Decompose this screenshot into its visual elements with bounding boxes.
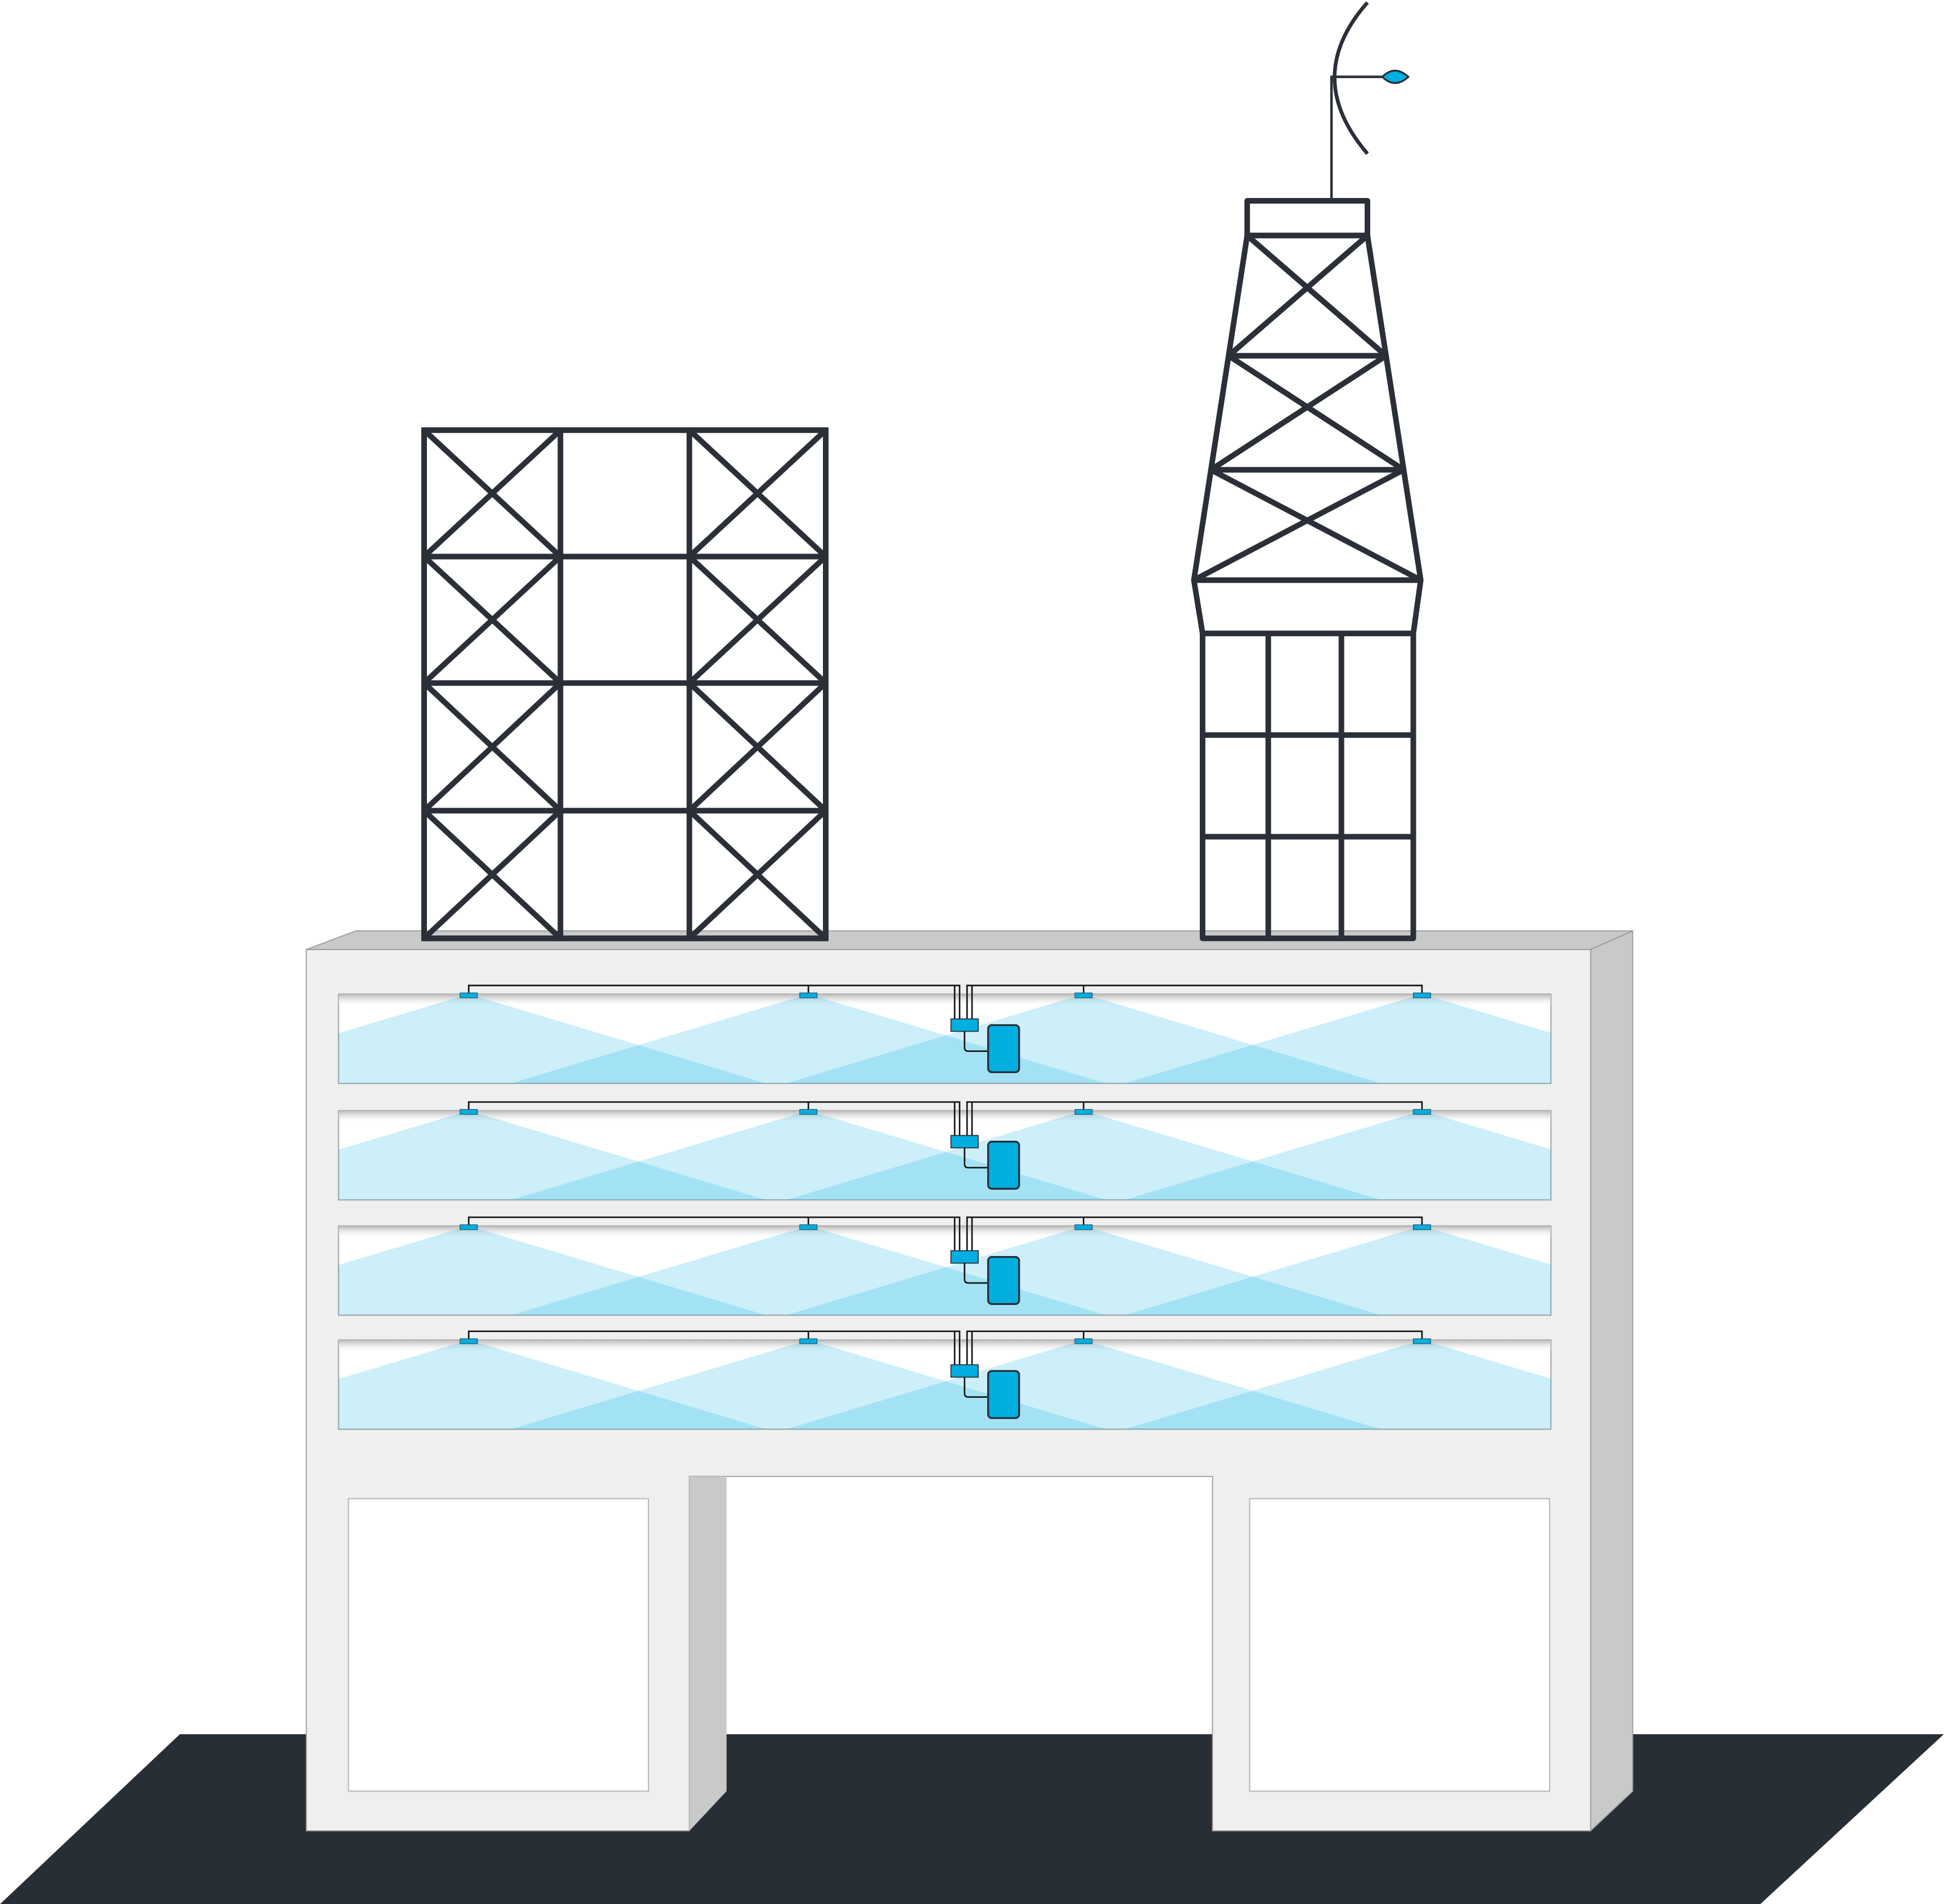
- coverage-cone: [786, 1110, 1382, 1200]
- coverage-cone: [511, 994, 1106, 1084]
- das-antenna-icon: [1412, 992, 1431, 998]
- head-end-unit-icon: [987, 1370, 1020, 1419]
- floor-window: [338, 1110, 1552, 1201]
- coverage-cone: [511, 1340, 1106, 1429]
- coverage-cone: [511, 1110, 1106, 1200]
- building-side-face: [1590, 930, 1634, 1833]
- opening-side-shade: [689, 1476, 727, 1831]
- coverage-cone: [786, 1226, 1382, 1316]
- floor-window: [338, 1339, 1552, 1430]
- das-antenna-icon: [799, 992, 818, 998]
- jumper-cable: [964, 1031, 988, 1052]
- floor-window: [338, 993, 1552, 1084]
- head-end-unit-icon: [987, 1024, 1020, 1073]
- coverage-cone: [1124, 1340, 1551, 1429]
- feeder-cable: [467, 984, 1423, 1019]
- jumper-cable: [964, 1147, 988, 1169]
- coverage-cone: [511, 1226, 1106, 1316]
- ceiling-shade: [338, 1340, 1551, 1353]
- das-antenna-icon: [460, 1109, 478, 1115]
- splitter-icon: [950, 1250, 979, 1264]
- floors: [338, 984, 1552, 1430]
- coverage-cone: [786, 994, 1382, 1084]
- coverage-cone: [338, 1110, 767, 1200]
- das-antenna-icon: [460, 992, 478, 998]
- head-end-unit-icon: [987, 1141, 1020, 1190]
- lower-window-right: [1249, 1498, 1551, 1792]
- coverage-cone: [338, 1340, 767, 1429]
- splitter-icon: [950, 1135, 979, 1149]
- ceiling-shade: [338, 1226, 1551, 1239]
- ceiling-shade: [338, 1110, 1551, 1123]
- coverage-cone: [338, 994, 767, 1084]
- das-antenna-icon: [1074, 1109, 1093, 1115]
- splitter-icon: [950, 1018, 979, 1032]
- feeder-cable: [467, 1216, 1423, 1251]
- jumper-cable: [964, 1377, 988, 1398]
- das-antenna-icon: [1412, 1224, 1431, 1230]
- das-antenna-icon: [460, 1338, 478, 1344]
- coverage-cone: [1124, 1110, 1551, 1200]
- floor-1: [338, 984, 1552, 1084]
- jumper-cable: [964, 1263, 988, 1284]
- das-antenna-icon: [1412, 1109, 1431, 1115]
- head-end-unit-icon: [987, 1255, 1020, 1306]
- floor-4: [338, 1330, 1552, 1430]
- derrick-tower-icon: [1191, 198, 1424, 942]
- coverage-cone: [786, 1340, 1382, 1429]
- coverage-cone: [1124, 994, 1551, 1084]
- coverage-cone: [1124, 1226, 1551, 1316]
- das-antenna-icon: [1412, 1338, 1431, 1344]
- floor-window: [338, 1225, 1552, 1316]
- satellite-antenna-icon: [1330, 1, 1410, 201]
- scaffold-frame-icon: [421, 427, 829, 942]
- feeder-cable: [467, 1330, 1423, 1365]
- das-antenna-icon: [1074, 1224, 1093, 1230]
- feeder-cable: [467, 1101, 1423, 1136]
- das-antenna-icon: [1074, 1338, 1093, 1344]
- ceiling-shade: [338, 994, 1551, 1007]
- das-antenna-icon: [799, 1338, 818, 1344]
- coverage-cone: [338, 1226, 767, 1316]
- das-antenna-icon: [460, 1224, 478, 1230]
- lower-window-left: [348, 1498, 649, 1792]
- sea-deck-ground: [0, 1734, 1944, 1904]
- das-antenna-icon: [1074, 992, 1093, 998]
- floor-3: [338, 1216, 1552, 1316]
- splitter-icon: [950, 1364, 979, 1378]
- das-antenna-icon: [799, 1224, 818, 1230]
- das-antenna-icon: [799, 1109, 818, 1115]
- floor-2: [338, 1101, 1552, 1201]
